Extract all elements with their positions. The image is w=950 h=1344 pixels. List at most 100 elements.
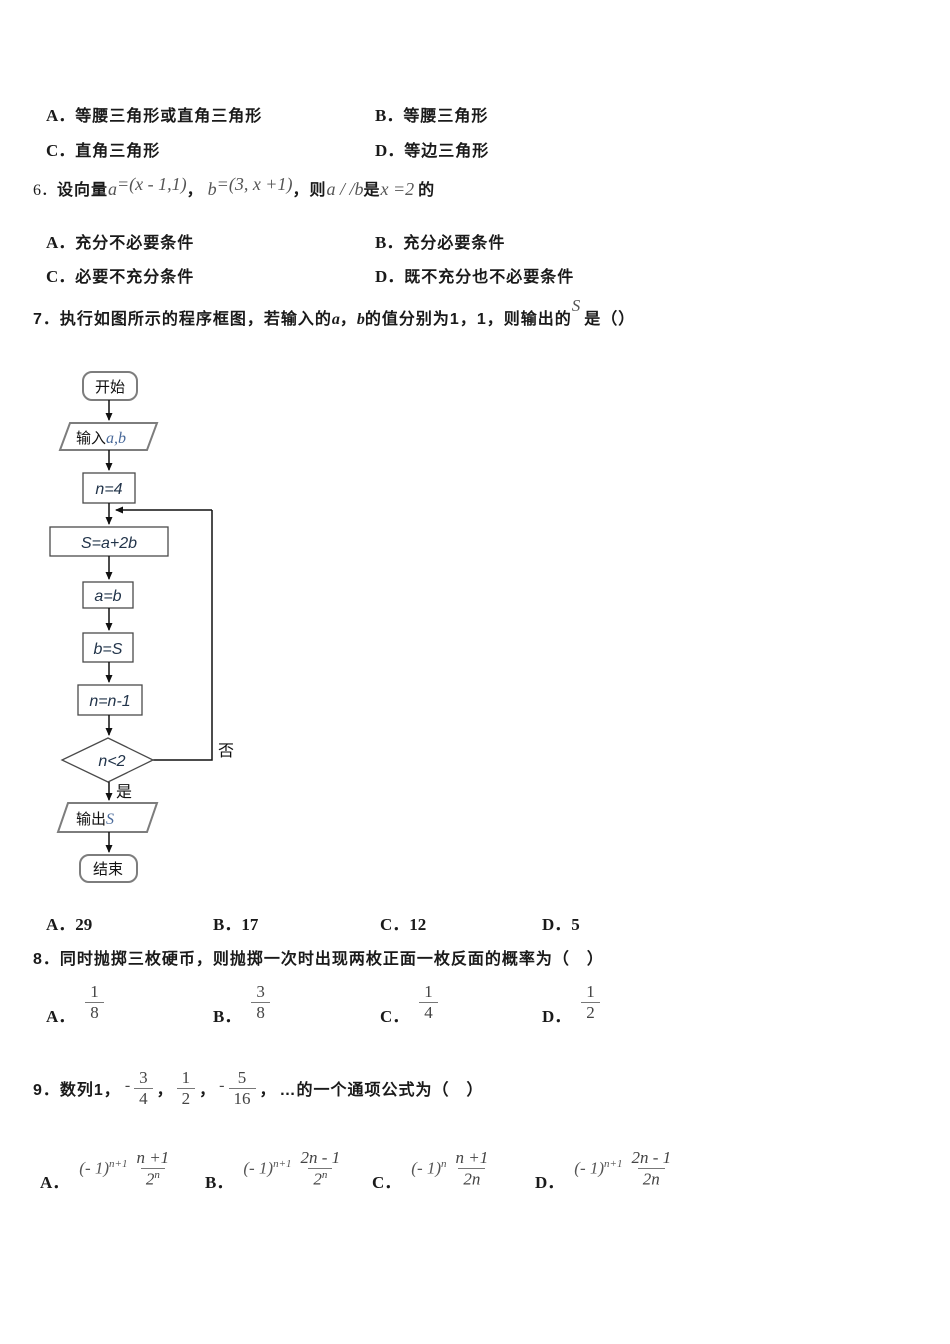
option-text: 29 <box>75 915 93 934</box>
q5-option-b: B．等腰三角形 <box>375 101 488 126</box>
denominator: 4 <box>419 1001 438 1023</box>
denominator: 4 <box>134 1087 153 1109</box>
q7-part1: 7．执行如图所示的程序框图，若输入的 <box>33 311 332 328</box>
option-label: A． <box>46 1006 76 1026</box>
q7-option-a: A．29 <box>46 910 92 935</box>
option-label: D． <box>542 1006 572 1026</box>
no-label: 否 <box>218 743 234 760</box>
end-label: 结束 <box>93 861 123 878</box>
comma: ， <box>339 311 357 328</box>
q7-part3: 是（） <box>584 311 636 328</box>
ndec-label: n=n-1 <box>89 693 130 710</box>
q7-option-d: D．5 <box>542 910 580 935</box>
q6-option-b: B．充分必要条件 <box>375 228 505 253</box>
output-parallelogram <box>56 802 159 833</box>
base: (- 1) <box>574 1158 605 1178</box>
option-label: C． <box>46 141 76 160</box>
option-label: C． <box>372 1172 402 1192</box>
option-text: 5 <box>571 915 580 934</box>
ab-box <box>82 581 134 609</box>
decision-diamond <box>60 737 155 783</box>
option-label: D． <box>375 267 405 286</box>
q6-suffix: 的 <box>418 182 436 199</box>
q6-eq-b: =(3, x +1) <box>216 174 293 194</box>
denominator: 2n <box>458 1167 486 1189</box>
option-text: 充分必要条件 <box>403 235 506 252</box>
option-label: B． <box>213 1006 242 1026</box>
start-terminal <box>82 371 138 401</box>
q6-question: 6．设向量a=(x - 1,1)， b=(3, x +1)，则a / /b是x … <box>33 174 436 200</box>
numerator: 1 <box>586 982 595 1001</box>
numerator: n +1 <box>136 1148 170 1167</box>
base: (- 1) <box>79 1158 110 1178</box>
option-text: 等边三角形 <box>404 143 490 160</box>
option-label: B． <box>205 1172 234 1192</box>
denominator: 2 <box>176 1087 196 1109</box>
q6-option-d: D．既不充分也不必要条件 <box>375 262 574 287</box>
numerator: 2n - 1 <box>300 1148 341 1167</box>
q7-part2: 的值分别为1，1，则输出的 <box>364 311 572 328</box>
q6-vector-a: a <box>108 179 118 199</box>
denominator: 2n <box>308 1167 333 1189</box>
numerator: 1 <box>90 982 99 1001</box>
loop-line <box>153 510 213 761</box>
q6-then: 则 <box>309 182 327 199</box>
denominator: 8 <box>251 1001 270 1023</box>
option-text: 充分不必要条件 <box>75 235 195 252</box>
exponent: n+1 <box>273 1158 292 1171</box>
q6-option-c: C．必要不充分条件 <box>46 262 194 287</box>
bs-label: b=S <box>94 641 123 658</box>
yes-label: 是 <box>116 784 132 801</box>
q5-option-d: D．等边三角形 <box>375 136 489 161</box>
comma: ， <box>292 182 310 199</box>
option-label: D． <box>535 1172 565 1192</box>
q6-xeq: x =2 <box>380 179 415 199</box>
output-label: 输出S <box>76 811 114 828</box>
option-label: A． <box>46 106 76 125</box>
q7-question: 7．执行如图所示的程序框图，若输入的a，b的值分别为1，1，则输出的S 是（） <box>33 296 636 329</box>
denominator: 2 <box>581 1001 600 1023</box>
option-label: D． <box>542 915 572 934</box>
q9-prefix: 9．数列1， <box>33 1082 121 1100</box>
condition-label: n<2 <box>98 753 125 770</box>
q6-number: 6． <box>33 182 58 199</box>
minus-sign: - <box>219 1077 225 1095</box>
end-terminal <box>79 854 138 883</box>
option-label: B． <box>213 915 242 934</box>
option-label: C． <box>46 267 76 286</box>
start-label: 开始 <box>95 379 125 396</box>
exponent: n <box>441 1158 447 1171</box>
numerator: 1 <box>424 982 433 1001</box>
minus-sign: - <box>124 1077 131 1095</box>
q7-option-c: C．12 <box>380 910 426 935</box>
q7-var-a: a <box>331 311 340 328</box>
option-text: 17 <box>241 915 259 934</box>
option-label: B． <box>375 233 404 252</box>
den-exponent: n <box>321 1168 328 1181</box>
exponent: n+1 <box>109 1158 128 1171</box>
denominator: 2n <box>637 1167 665 1189</box>
denominator: 8 <box>85 1001 104 1023</box>
input-parallelogram <box>58 422 159 451</box>
option-label: A． <box>46 915 76 934</box>
q6-eq-a: =(x - 1,1) <box>117 174 187 194</box>
q9-suffix: …的一个通项公式为（ ） <box>279 1082 484 1100</box>
q6-vector-b: b <box>207 179 217 199</box>
n4-label: n=4 <box>95 481 122 498</box>
numerator: 5 <box>237 1068 247 1087</box>
option-label: A． <box>40 1172 70 1192</box>
